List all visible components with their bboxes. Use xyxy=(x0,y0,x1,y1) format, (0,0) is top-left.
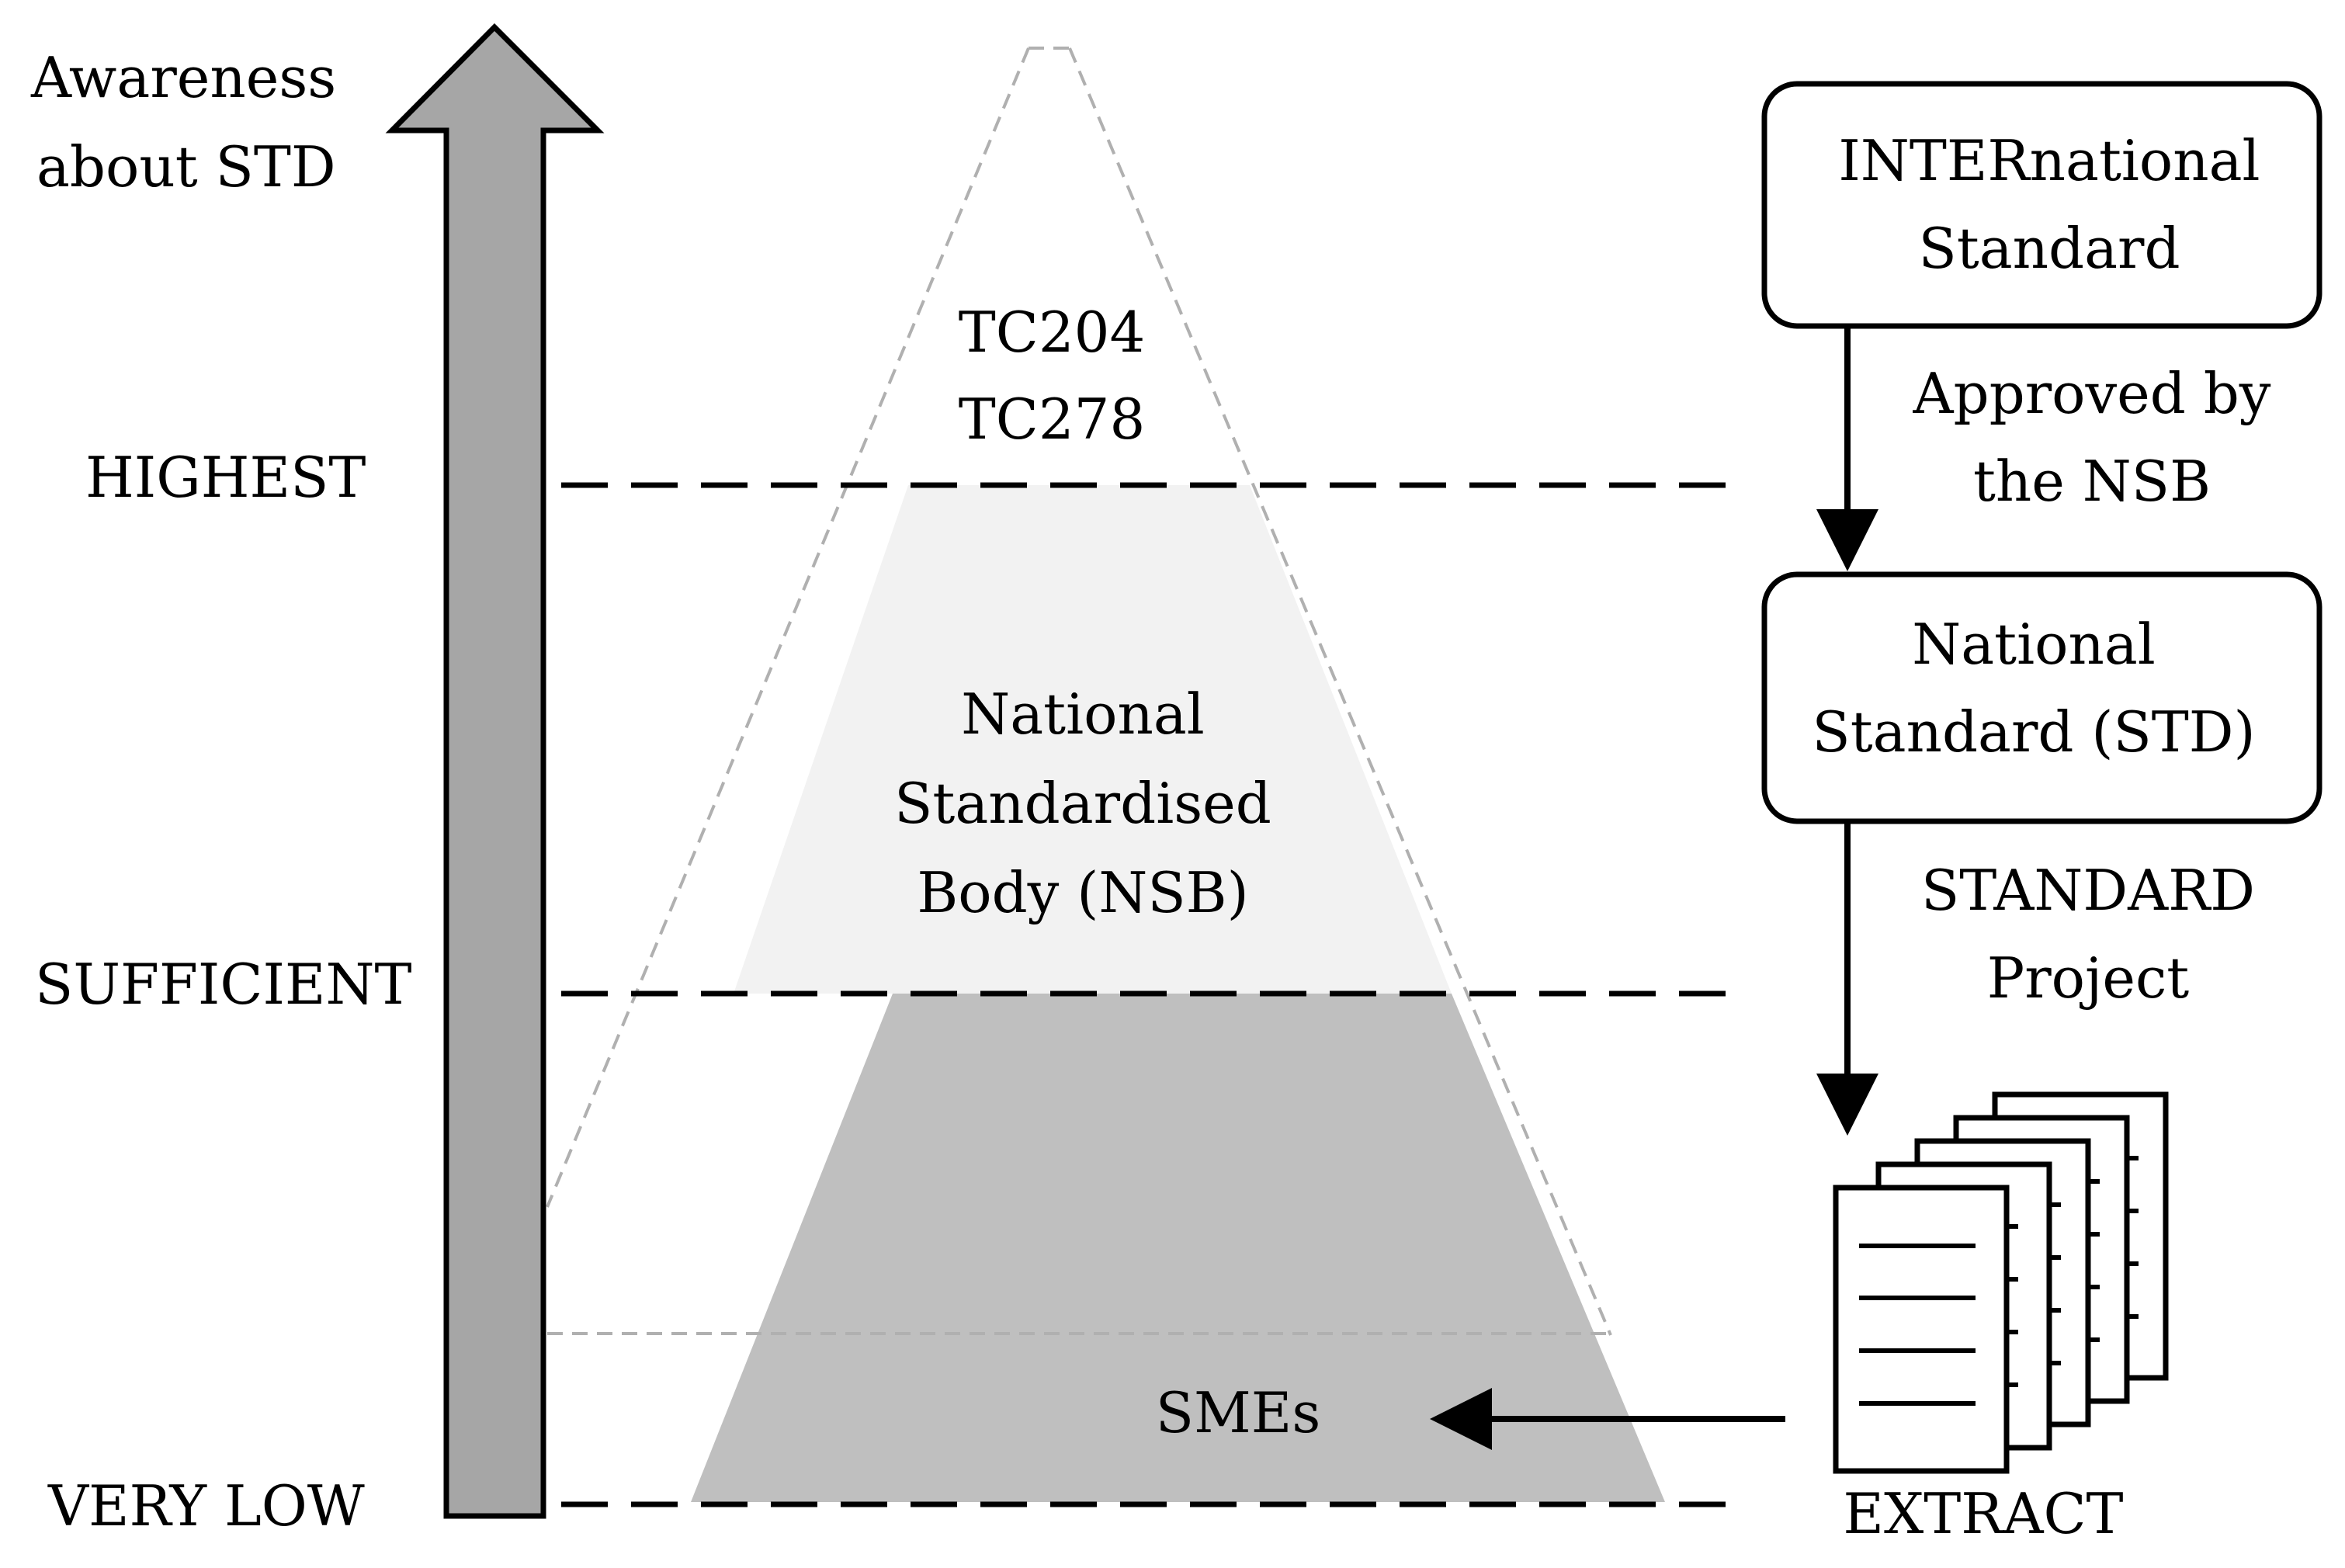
pyramid-bottom-label: SMEs xyxy=(1156,1380,1321,1445)
approved-label-line1: Approved by xyxy=(1913,361,2271,426)
pyramid-bottom-band xyxy=(691,994,1665,1502)
pyramid-middle-band xyxy=(734,485,1452,994)
national-standard-line1: National xyxy=(1912,612,2156,677)
international-standard-line2: Standard xyxy=(1918,216,2180,281)
project-label-line2: Project xyxy=(1987,945,2189,1011)
document-text-lines xyxy=(1859,1244,1976,1406)
international-standard-line1: INTERnational xyxy=(1838,128,2260,193)
pyramid-middle-line3: Body (NSB) xyxy=(917,860,1248,925)
document-page-0 xyxy=(1833,1185,2010,1474)
national-standard-box xyxy=(1761,571,2322,824)
axis-title-line1: Awareness xyxy=(30,45,336,110)
pyramid-dashed-outline xyxy=(546,47,1612,1336)
pyramid-middle-line1: National xyxy=(961,682,1205,747)
axis-title-line2: about STD xyxy=(36,134,336,199)
extract-documents-icon xyxy=(1833,1091,2169,1474)
level-label-sufficient: SUFFICIENT xyxy=(35,952,411,1017)
level-label-very-low: VERY LOW xyxy=(47,1473,365,1539)
approved-label-line2: the NSB xyxy=(1973,449,2211,514)
international-standard-box xyxy=(1761,81,2322,329)
level-label-highest: HIGHEST xyxy=(85,445,366,510)
awareness-up-arrow xyxy=(385,23,605,1519)
pyramid-middle-line2: Standardised xyxy=(894,771,1271,836)
pyramid-top-line2: TC278 xyxy=(959,387,1146,452)
pyramid-top-line1: TC204 xyxy=(959,300,1146,365)
national-standard-line2: Standard (STD) xyxy=(1812,699,2255,765)
level-dashed-lines xyxy=(561,482,1743,1507)
project-label-line1: STANDARD xyxy=(1921,858,2255,923)
document-edge-ticks xyxy=(2007,1156,2139,1387)
extract-label: EXTRACT xyxy=(1843,1481,2123,1546)
